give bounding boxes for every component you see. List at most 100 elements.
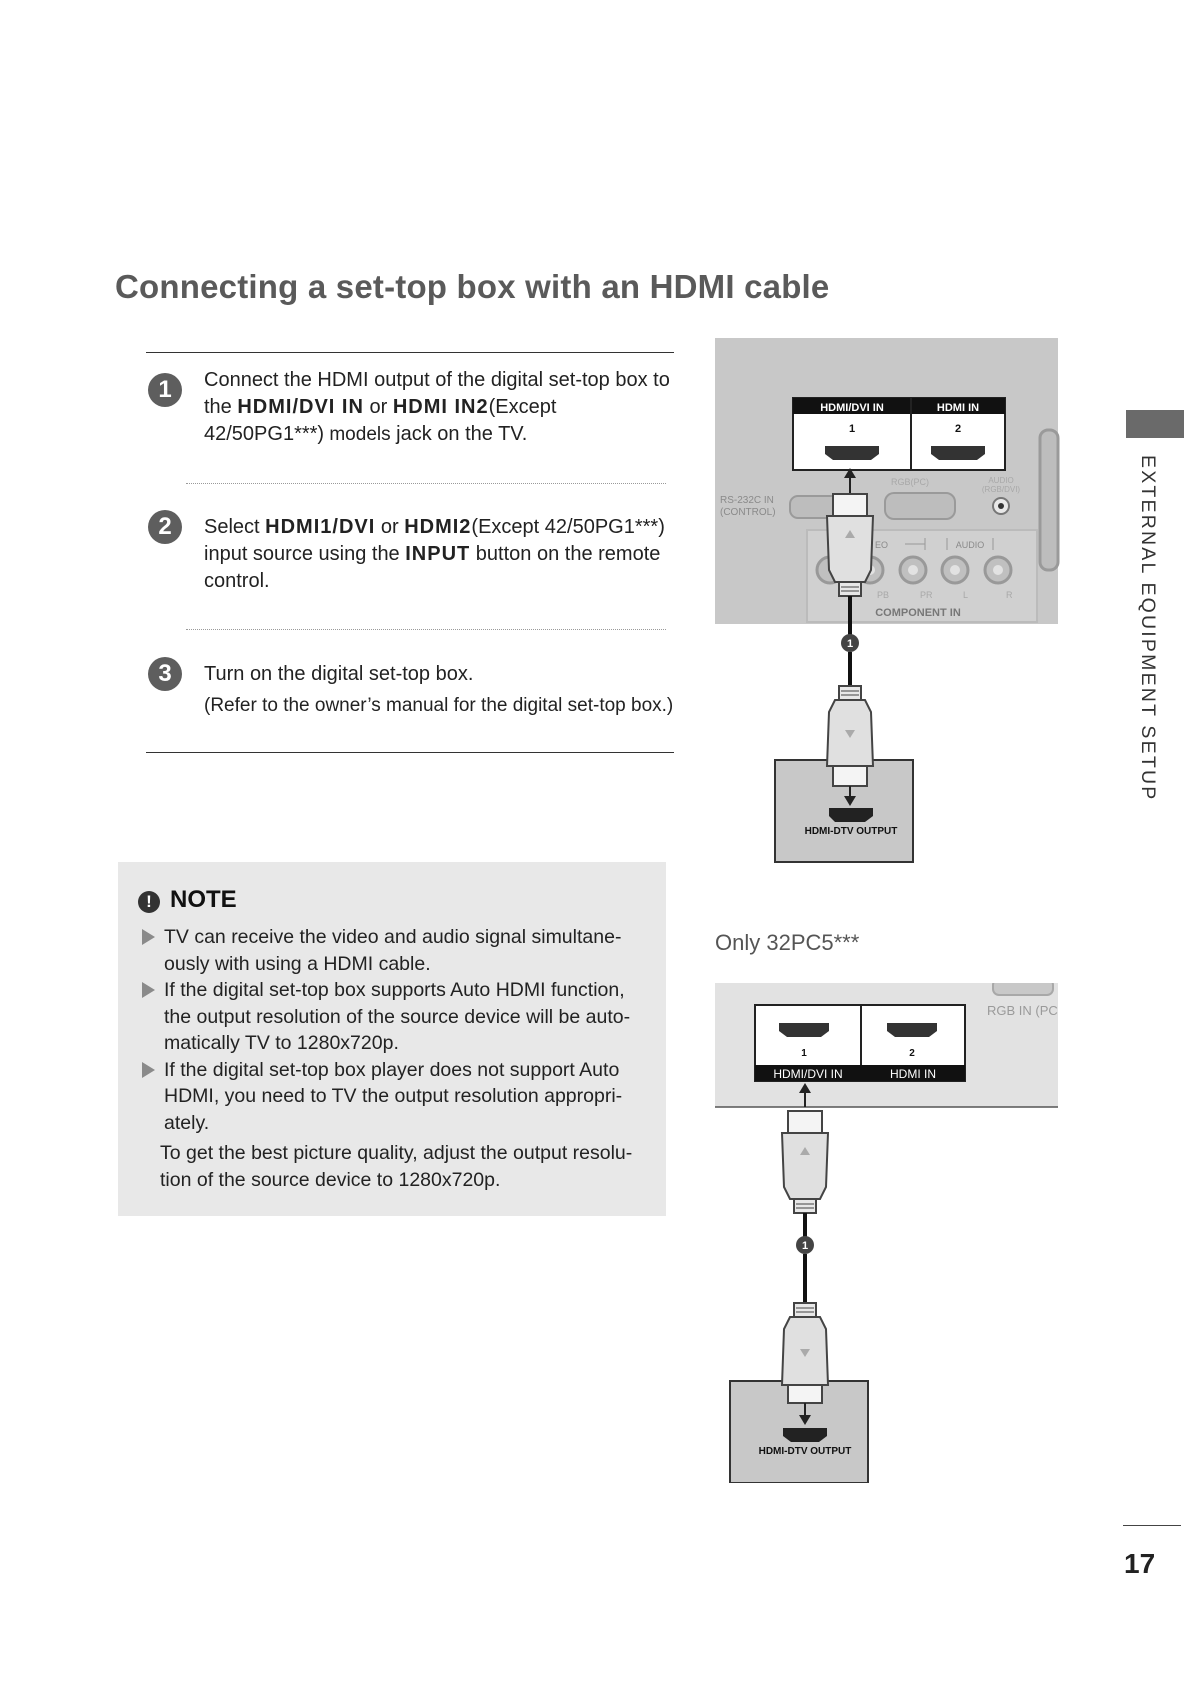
step-2-line-2: input source using the INPUT button on t… <box>204 541 674 568</box>
cable-marker-number: 1 <box>802 1240 808 1252</box>
plug-down-arrow-icon <box>845 730 855 738</box>
hdmi-plug-top-tip <box>787 1110 823 1134</box>
step-3-line-1: Turn on the digital set-top box. <box>204 663 474 685</box>
hdmi-port-2-icon <box>931 446 985 460</box>
step-3-text: Turn on the digital set-top box. (Refer … <box>204 661 674 719</box>
port-2-number: 2 <box>909 1048 915 1059</box>
section-label: EXTERNAL EQUIPMENT SETUP <box>1136 455 1160 801</box>
step-1-text-part: 42/50PG1***) <box>204 423 325 445</box>
hdmi-plug-top-strain <box>838 581 862 597</box>
note-bullet-line: If the digital set-top box supports Auto… <box>164 979 625 1001</box>
note-bullet-3: If the digital set-top box player does n… <box>142 1057 652 1137</box>
hdmi-connection-diagram-bottom: RGB IN (PC 1 2 HDMI/DVI IN HDMI IN 1 HDM… <box>715 983 1058 1483</box>
step-2-line-3: control. <box>204 570 270 592</box>
step-1-text: Connect the HDMI output of the digital s… <box>204 367 674 448</box>
rgb-in-pc-label: RGB IN (PC <box>987 1003 1058 1018</box>
step-2-text-part: button on the remote <box>470 543 661 565</box>
hdmi-plug-top-body <box>780 1132 830 1200</box>
cable-marker-number: 1 <box>847 638 853 650</box>
insert-arrow-up-icon <box>799 1083 811 1093</box>
plug-down-arrow-icon <box>800 1349 810 1357</box>
hdmi-dvi-in-label: HDMI/DVI IN <box>773 1067 842 1081</box>
jack-r-center <box>993 565 1003 575</box>
port-1-number: 1 <box>849 423 855 435</box>
step-1-line-2: the HDMI/DVI IN or HDMI IN2(Except <box>204 394 674 421</box>
input-keyword: INPUT <box>405 543 471 565</box>
hdmi-plug-bottom-strain <box>793 1302 817 1318</box>
step-2-line-1: Select HDMI1/DVI or HDMI2(Except 42/50PG… <box>204 514 674 541</box>
warning-icon: ! <box>138 891 160 913</box>
step-1-text-part: (Except <box>488 396 557 418</box>
pr-label: PR <box>920 590 933 600</box>
note-bullet-line: matically TV to 1280x720p. <box>164 1032 399 1054</box>
hdmi2-keyword: HDMI2 <box>404 516 472 538</box>
section-tab <box>1126 410 1184 438</box>
hdmi-plug-top-body <box>825 515 875 583</box>
step-divider-1 <box>186 483 666 484</box>
hdmi-connection-diagram-top: HDMI/DVI IN HDMI IN 1 2 RS-232C IN (CONT… <box>715 338 1060 863</box>
component-in-label: COMPONENT IN <box>875 607 961 619</box>
hdmi-dvi-in-label: HDMI/DVI IN <box>820 402 884 414</box>
video-label: EO <box>875 540 888 550</box>
hdmi-in-label: HDMI IN <box>937 402 979 414</box>
jack-pr-center <box>908 565 918 575</box>
step-1-number: 1 <box>148 373 182 407</box>
step-1-line-3: 42/50PG1***) models jack on the TV. <box>204 421 674 448</box>
step-1-line-1: Connect the HDMI output of the digital s… <box>204 369 670 391</box>
step-3-number: 3 <box>148 657 182 691</box>
section-label-text: EXTERNAL EQUIPMENT SETUP <box>1137 455 1159 802</box>
port-2-number: 2 <box>955 423 961 435</box>
bullet-arrow-icon <box>142 1061 155 1078</box>
pb-label: PB <box>877 590 889 600</box>
rgb-port-icon <box>992 983 1054 996</box>
hdmi-dvi-in-keyword: HDMI/DVI IN <box>237 396 364 418</box>
audio-jacks-label: AUDIO <box>956 540 985 550</box>
hdmi-port-1-icon <box>779 1023 829 1037</box>
step-2-text-part: input source using the <box>204 543 406 565</box>
note-footer: To get the best picture quality, adjust … <box>142 1140 652 1193</box>
bullet-arrow-icon <box>142 982 155 998</box>
hdmi-output-port-icon <box>783 1428 827 1442</box>
plug-up-arrow-icon <box>800 1147 810 1155</box>
note-bullet-line: TV can receive the video and audio signa… <box>164 926 622 948</box>
rgb-port-icon <box>884 492 956 520</box>
hdmi-port-footer <box>755 1065 965 1081</box>
note-bullet-line: the output resolution of the source devi… <box>164 1005 631 1028</box>
step-2-text-part: or <box>375 516 405 538</box>
bottom-rule <box>146 752 674 753</box>
step-2-text: Select HDMI1/DVI or HDMI2(Except 42/50PG… <box>204 514 674 595</box>
audio-jack-center <box>998 503 1004 509</box>
step-1-text-part: or <box>363 396 393 418</box>
rgb-pc-label: RGB(PC) <box>891 477 929 487</box>
audio-rgb-label-line1: AUDIO <box>988 476 1013 485</box>
step-1-text-part: jack on the TV. <box>390 423 528 445</box>
hdmi-port-2-icon <box>887 1023 937 1037</box>
note-bullet-2: If the digital set-top box supports Auto… <box>142 977 652 1057</box>
jack-l-center <box>950 565 960 575</box>
cable-marker-icon <box>841 634 859 652</box>
model-note-label: Only 32PC5*** <box>715 930 860 955</box>
hdmi-in-label: HDMI IN <box>890 1067 936 1081</box>
hdmi-plug-bottom-tip <box>832 765 868 787</box>
insert-arrow-up-icon <box>844 468 856 478</box>
step-2-text-part: Select <box>204 516 266 538</box>
plug-up-arrow-icon <box>845 530 855 538</box>
step-1-text-part: the <box>204 396 238 418</box>
insert-arrow-down-icon <box>799 1415 811 1425</box>
note-bullet-line: ately. <box>164 1111 210 1134</box>
note-bullet-1: TV can receive the video and audio signa… <box>142 924 652 977</box>
page-number-rule <box>1123 1525 1181 1526</box>
note-bullet-line: If the digital set-top box player does n… <box>164 1058 620 1081</box>
rs232-label-line1: RS-232C IN <box>720 495 774 506</box>
hdmi-dtv-output-label: HDMI-DTV OUTPUT <box>759 1446 852 1457</box>
note-bullets: TV can receive the video and audio signa… <box>142 924 652 1193</box>
cable-marker-icon <box>796 1236 814 1254</box>
audio-rgb-label-line2: (RGB/DVI) <box>982 485 1021 494</box>
rs232-label-line2: (CONTROL) <box>720 507 776 518</box>
step-divider-2 <box>186 629 666 630</box>
r-label: R <box>1006 590 1013 600</box>
note-box: ! NOTE TV can receive the video and audi… <box>118 862 666 1216</box>
hdmi-in2-keyword: HDMI IN2 <box>392 396 489 418</box>
note-footer-line: To get the best picture quality, adjust … <box>160 1142 633 1164</box>
step-2-number: 2 <box>148 510 182 544</box>
